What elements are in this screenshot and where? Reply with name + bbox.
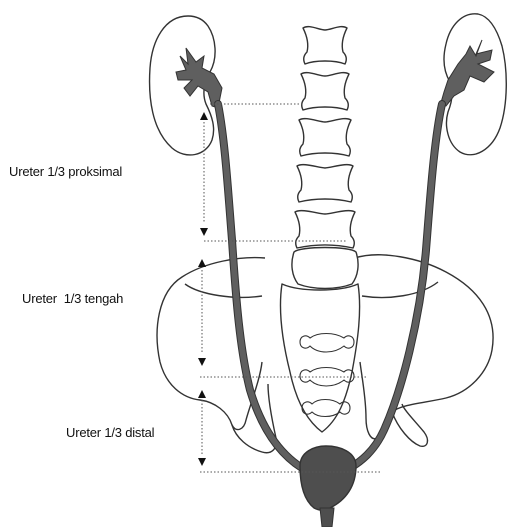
right-ischium	[392, 404, 427, 446]
label-distal-ureter: Ureter 1/3 distal	[66, 425, 154, 440]
sacral-foramen	[302, 400, 350, 417]
arrow-down-icon	[200, 228, 208, 236]
right-iliac-inner	[362, 282, 438, 297]
arrow-down-icon	[198, 458, 206, 466]
vertebra	[301, 73, 349, 110]
arrow-down-icon	[198, 358, 206, 366]
vertebra	[295, 211, 355, 248]
arrowheads	[198, 112, 208, 466]
sacral-foramen	[300, 334, 354, 353]
vertebra	[303, 27, 347, 64]
sacrum	[280, 284, 359, 432]
arrow-up-icon	[198, 390, 206, 398]
vertebra	[297, 165, 353, 202]
urethra	[320, 508, 334, 527]
bladder	[300, 446, 356, 510]
label-proximal-ureter: Ureter 1/3 proksimal	[9, 164, 122, 179]
bladder-group	[300, 446, 356, 527]
label-middle-ureter: Ureter 1/3 tengah	[22, 291, 123, 306]
right-ureter	[350, 104, 442, 468]
right-ureter-outline	[350, 104, 442, 468]
lumbar-spine	[292, 27, 358, 289]
left-iliac-wing	[157, 258, 265, 430]
left-iliac-inner	[185, 284, 262, 297]
arrow-up-icon	[198, 259, 206, 267]
vertebra	[299, 119, 351, 156]
vertebra	[292, 248, 358, 289]
